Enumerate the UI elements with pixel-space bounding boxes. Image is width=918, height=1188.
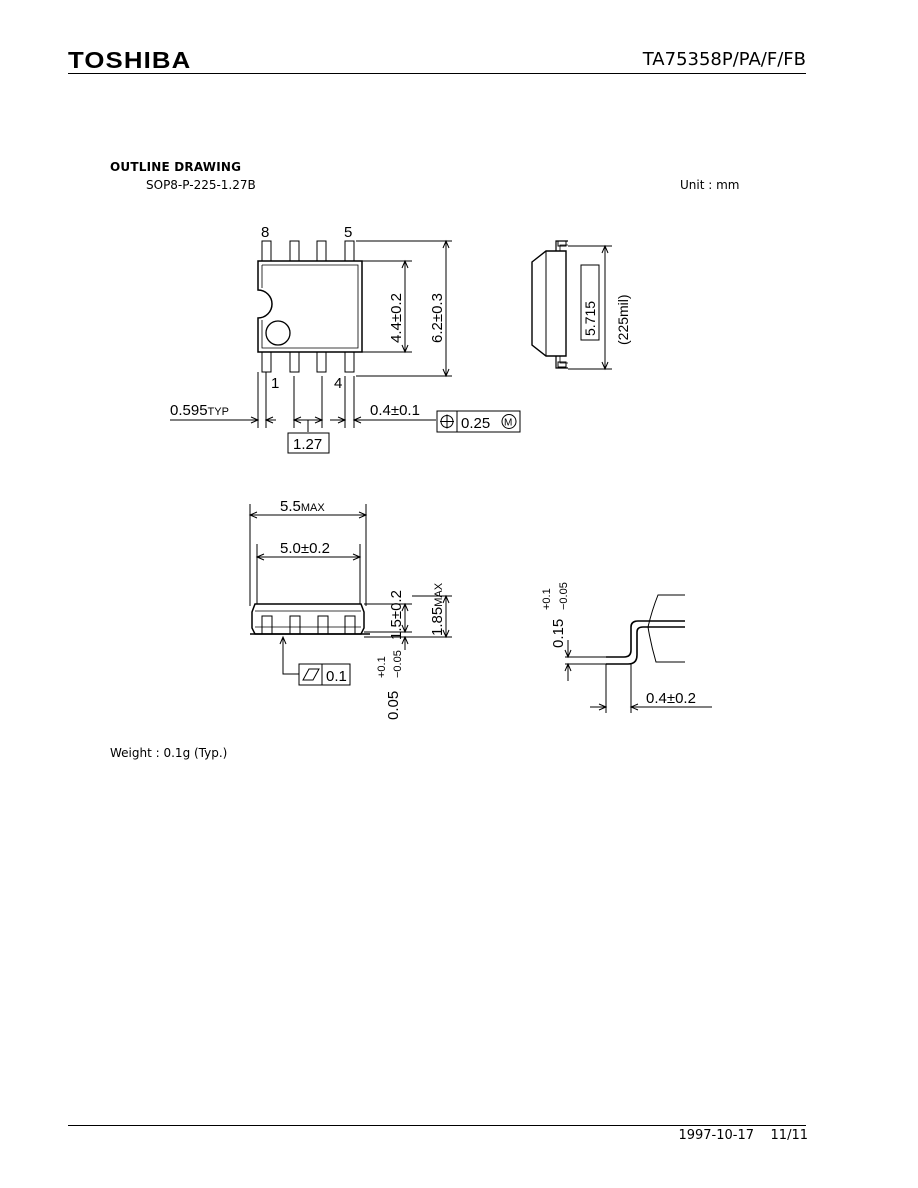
dim-standoff: 0.05 xyxy=(385,691,402,720)
pin-5-label: 5 xyxy=(344,224,352,241)
dim-foot-length: 0.4±0.2 xyxy=(646,690,696,707)
dim-lead-width: 0.4±0.1 xyxy=(370,402,420,419)
header-rule xyxy=(68,73,806,74)
front-view: 5.5MAX 5.0±0.2 1.5±0.2 1.85MAX 0.05 +0.1… xyxy=(248,498,452,720)
pin-8-label: 8 xyxy=(261,224,269,241)
pin-1-label: 1 xyxy=(271,375,279,392)
footer-date: 1997-10-17 xyxy=(678,1128,754,1143)
dim-lead-offset: 0.595TYP xyxy=(170,402,229,419)
footer-rule xyxy=(68,1125,806,1126)
weight-note: Weight : 0.1g (Typ.) xyxy=(110,746,228,760)
unit-label: Unit : mm xyxy=(680,178,740,192)
pin1-index-mark xyxy=(265,320,291,346)
footer: 1997-10-17 11/11 xyxy=(678,1128,808,1143)
dim-max-length: 5.5MAX xyxy=(280,498,325,515)
company-logo: TOSHIBA xyxy=(68,47,192,73)
lead-5 xyxy=(344,240,355,262)
part-number: TA75358P/PA/F/FB xyxy=(642,49,806,70)
dim-standoff-minus: −0.05 xyxy=(392,650,404,678)
side-view: 5.715 (225mil) xyxy=(531,240,631,371)
max-material-icon xyxy=(501,414,517,429)
flatness-icon xyxy=(302,668,320,681)
flatness-value: 0.1 xyxy=(326,668,347,685)
lead-7 xyxy=(289,240,300,262)
page-number: 11/11 xyxy=(770,1128,808,1143)
dim-body-height: 1.5±0.2 xyxy=(388,590,405,640)
lead-detail: 0.15 +0.1 −0.05 0.4±0.2 xyxy=(541,582,712,713)
package-code: SOP8-P-225-1.27B xyxy=(146,178,256,192)
dim-total-height: 1.85MAX xyxy=(429,582,446,636)
dim-body-width: 4.4±0.2 xyxy=(388,293,405,343)
front-body xyxy=(251,603,365,635)
dim-pitch: 1.27 xyxy=(293,436,322,453)
dim-row-spacing: 5.715 xyxy=(582,301,598,336)
dim-body-length: 5.0±0.2 xyxy=(280,540,330,557)
dim-overall-width: 6.2±0.3 xyxy=(429,293,446,343)
lead-6 xyxy=(316,240,327,262)
tolerance-modifier: M xyxy=(504,418,512,429)
position-tolerance-frame xyxy=(436,410,521,433)
dim-lead-thickness: 0.15 xyxy=(550,619,567,648)
lead-2 xyxy=(289,351,300,373)
top-view: 8 5 1 4 4.4±0.2 6.2±0.3 0.595TYP 0.4±0.1… xyxy=(170,224,521,454)
side-body xyxy=(531,250,567,357)
dim-thickness-plus: +0.1 xyxy=(541,588,553,610)
lead-1 xyxy=(261,351,272,373)
dim-thickness-minus: −0.05 xyxy=(558,582,570,610)
tolerance-value: 0.25 xyxy=(461,415,490,432)
lead-8 xyxy=(261,240,272,262)
pitch-box xyxy=(287,432,330,454)
package-body xyxy=(257,260,363,353)
dim-row-spacing-mil: (225mil) xyxy=(615,294,631,345)
flatness-frame xyxy=(298,663,351,686)
pin-4-label: 4 xyxy=(334,375,342,392)
row-spacing-box xyxy=(580,264,600,341)
dim-standoff-plus: +0.1 xyxy=(376,656,388,678)
lead-4 xyxy=(344,351,355,373)
section-title: OUTLINE DRAWING xyxy=(110,160,242,174)
lead-3 xyxy=(316,351,327,373)
